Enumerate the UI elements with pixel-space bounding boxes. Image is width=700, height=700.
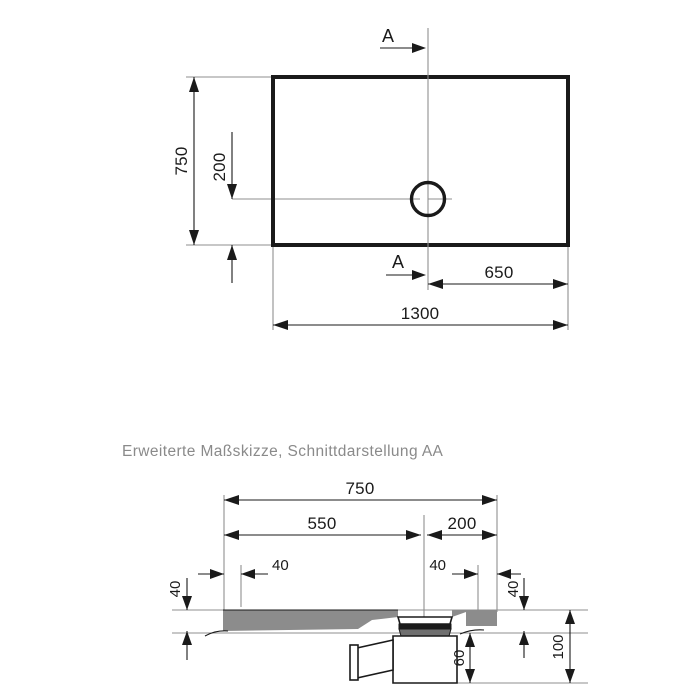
dim-sec-200-arrow-left [427,530,442,540]
dim-40-lh-arrow-left [241,569,255,579]
dim-40-lv-arrow-up [182,631,192,645]
dimension-sec-750: 750 [224,479,497,505]
dim-1300-arrow-left [273,320,288,330]
dim-40-rh-arrow-right [464,569,478,579]
dim-100-label: 100 [550,634,567,659]
section-marker-top: A [380,26,426,53]
dimension-750-height: 750 [172,77,199,245]
dimension-sec-40-left-vertical: 40 [167,578,192,660]
drain-trap-assembly [349,616,458,684]
dim-sec-550-arrow-left [224,530,239,540]
dim-40-left-vertical-label: 40 [167,581,184,598]
dim-sec-550-label: 550 [308,514,337,533]
dim-40-right-horizontal-label: 40 [429,557,446,574]
dimension-200-offset: 200 [210,132,237,283]
section-marker-bottom-label: A [392,252,404,272]
section-marker-top-arrowhead [412,43,426,53]
dim-650-arrow-left [428,279,443,289]
dim-sec-750-arrow-right [482,495,497,505]
dim-200-arrow-down [227,184,237,199]
section-caption: Erweiterte Maßskizze, Schnittdarstellung… [122,443,444,460]
dimension-sec-100-total: 100 [550,610,575,683]
dim-60-label: 60 [451,650,468,667]
dimension-sec-40-right-vertical: 40 [505,578,529,658]
dim-sec-200-label: 200 [448,514,477,533]
drain-collar [398,628,452,637]
drain-gasket-band [398,623,452,630]
drain-outlet-pipe [356,639,394,679]
dim-40-rh-arrow-left [497,569,511,579]
dimension-650-drain-offset: 650 [428,263,568,289]
dimension-sec-40-left-horizontal: 40 [198,557,289,579]
section-view-group: 750 550 200 40 [167,479,588,684]
section-marker-bottom: A [386,252,426,280]
dim-60-arrow-bottom [465,669,475,683]
dimension-sec-60-trap: 60 [451,633,475,683]
dim-sec-200-arrow-right [482,530,497,540]
dim-40-right-vertical-label: 40 [505,581,522,598]
dim-750-arrow-top [189,77,199,92]
top-view-group: A A 750 200 [172,26,570,330]
dim-sec-750-label: 750 [346,479,375,498]
dimension-sec-200: 200 [427,514,497,540]
tray-slab-right-taper [452,610,497,626]
dim-40-lv-arrow-down [182,596,192,610]
dim-750-arrow-bottom [189,230,199,245]
tray-slab-left-taper [223,610,398,631]
dim-650-label: 650 [485,263,514,282]
drain-hole-circle [409,180,447,218]
dimension-1300-width: 1300 [273,304,568,330]
dim-40-rv-arrow-down [519,596,529,610]
dimension-sec-550: 550 [224,514,421,540]
dim-40-left-horizontal-label: 40 [272,557,289,574]
dim-60-arrow-top [465,633,475,647]
dimension-sec-40-right-horizontal: 40 [429,557,521,579]
dim-100-arrow-bottom [565,669,575,683]
dim-200-arrow-up [227,245,237,260]
dim-sec-750-arrow-left [224,495,239,505]
drain-trap-housing [392,635,458,684]
section-marker-top-label: A [382,26,394,46]
dim-sec-550-arrow-right [406,530,421,540]
dim-750-label: 750 [172,147,191,176]
break-mark-right [459,629,485,635]
dim-1300-arrow-right [553,320,568,330]
dim-40-lh-arrow-right [210,569,224,579]
shower-tray-outline [271,75,570,247]
break-mark-left [204,630,229,637]
dim-1300-label: 1300 [401,304,440,323]
dim-650-arrow-right [553,279,568,289]
drain-outlet-end-cap [349,644,359,681]
section-marker-bottom-arrowhead [412,270,426,280]
drain-flange-plate [396,616,454,625]
dim-200-label: 200 [210,153,229,182]
dim-100-arrow-top [565,610,575,624]
dim-40-rv-arrow-up [519,631,529,645]
